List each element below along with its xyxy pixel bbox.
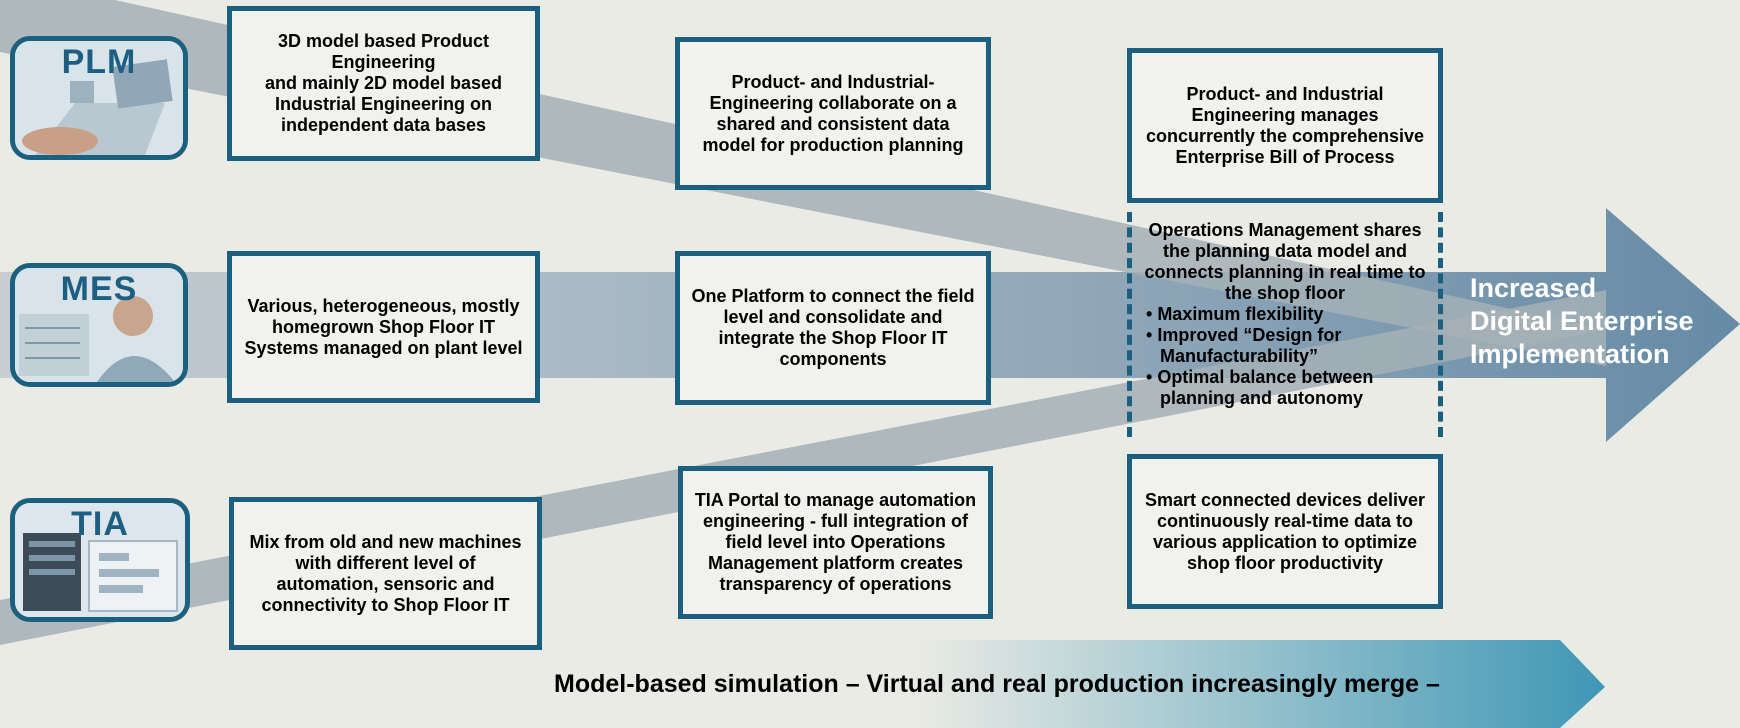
bottom-arrow	[540, 640, 1605, 728]
tia-current-text: Mix from old and new machines with diffe…	[249, 531, 522, 615]
main-arrow-label: Increased Digital Enterprise Implementat…	[1470, 272, 1694, 371]
tia-next-box: TIA Portal to manage automation engineer…	[678, 466, 993, 619]
mes-current-text: Various, heterogeneous, mostly homegrown…	[244, 295, 523, 358]
tia-next-text: TIA Portal to manage automation engineer…	[694, 490, 977, 594]
plm-next-box: Product- and Industrial-Engineering coll…	[675, 37, 991, 190]
plm-next-text: Product- and Industrial-Engineering coll…	[702, 71, 964, 155]
bullet-item: Optimal balance between planning and aut…	[1142, 367, 1428, 409]
mes-future-box: Operations Management shares the plannin…	[1127, 212, 1443, 437]
bottom-arrow-label: Model-based simulation – Virtual and rea…	[554, 670, 1440, 698]
plm-future-box: Product- and Industrial Engineering mana…	[1127, 48, 1443, 203]
engineer-icon	[15, 268, 183, 382]
laptop-icon	[15, 41, 183, 155]
mes-next-box: One Platform to connect the field level …	[675, 251, 991, 405]
plm-future-text: Product- and Industrial Engineering mana…	[1145, 83, 1425, 167]
plm-label: PLM	[61, 43, 137, 81]
tia-future-box: Smart connected devices deliver continuo…	[1127, 454, 1443, 609]
mes-current-box: Various, heterogeneous, mostly homegrown…	[227, 251, 540, 403]
mes-next-text: One Platform to connect the field level …	[691, 286, 975, 369]
mes-future-content: Operations Management shares the plannin…	[1142, 220, 1428, 409]
bullet-item: Improved “Design for Manufacturability”	[1142, 325, 1428, 367]
mes-thumbnail: MES	[10, 263, 188, 387]
mes-future-bullets: Maximum flexibility Improved “Design for…	[1142, 304, 1428, 409]
tia-current-box: Mix from old and new machines with diffe…	[229, 497, 542, 650]
main-arrow-line: Implementation	[1470, 339, 1670, 369]
tia-future-text: Smart connected devices deliver continuo…	[1144, 489, 1426, 573]
plm-thumbnail: PLM	[10, 36, 188, 160]
bullet-item: Maximum flexibility	[1142, 304, 1428, 325]
main-arrow-line: Digital Enterprise	[1470, 306, 1694, 336]
mes-label: MES	[60, 270, 138, 308]
plm-current-box: 3D model based Product Engineering and m…	[227, 6, 540, 161]
plm-current-text: 3D model based Product Engineering and m…	[264, 31, 503, 135]
control-panel-icon	[15, 503, 185, 617]
main-arrow-line: Increased	[1470, 273, 1597, 303]
tia-thumbnail: TIA	[10, 498, 190, 622]
tia-label: TIA	[71, 505, 129, 543]
mes-future-intro: Operations Management shares the plannin…	[1144, 220, 1426, 303]
